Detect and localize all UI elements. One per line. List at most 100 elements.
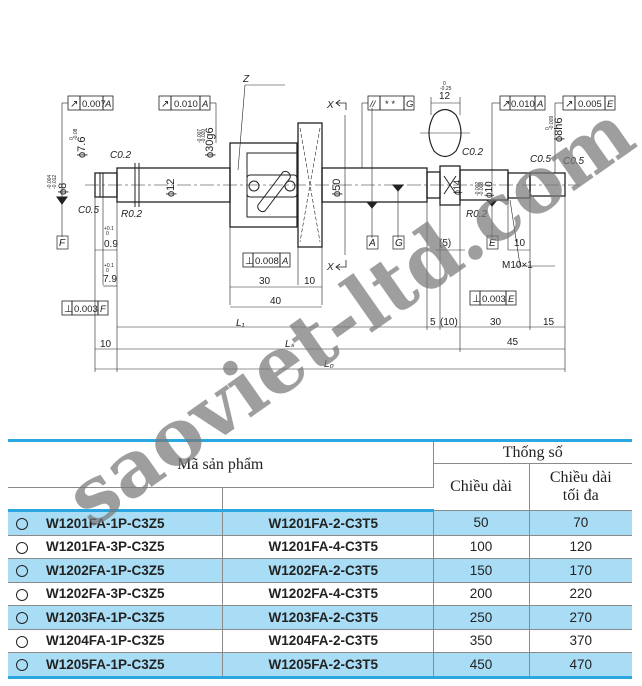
view-mark-z: Z xyxy=(242,74,250,85)
flange-hole xyxy=(299,127,321,243)
flats-cross xyxy=(443,175,457,195)
product-code-1: W1201FA-3P-C3Z5 xyxy=(46,539,165,555)
product-code-2: W1205FA-2-C3T5 xyxy=(221,652,434,678)
chamfer-label: C0.5 xyxy=(563,156,585,167)
dim-7-9: 7.9 xyxy=(103,274,117,285)
datum-f: F xyxy=(59,238,66,249)
product-code-1: W1204FA-1P-C3Z5 xyxy=(46,633,165,649)
length-value: 100 xyxy=(432,534,530,559)
frame-symbol: ⊥ xyxy=(64,304,73,315)
dimension-lines xyxy=(95,102,565,370)
datum-e: E xyxy=(489,238,496,249)
dia-30g6: ϕ30g6 xyxy=(204,127,216,158)
table-row: W1204FA-1P-C3Z5 W1204FA-2-C3T5 350 370 xyxy=(8,628,633,653)
chamfer-label: C0.5 xyxy=(78,205,100,216)
return-slot xyxy=(257,171,291,212)
circle-icon xyxy=(16,565,28,578)
dia-12: ϕ12 xyxy=(165,179,177,197)
leader-lines xyxy=(61,84,566,372)
max-length-value: 370 xyxy=(528,628,633,653)
table-row: W1202FA-1P-C3Z5 W1202FA-2-C3T5 150 170 xyxy=(8,558,633,583)
frame-symbol: ↗ xyxy=(161,99,169,110)
header-length: Chiều dài xyxy=(433,463,530,511)
dia-50: ϕ50 xyxy=(331,179,343,197)
radius-label: R0.2 xyxy=(121,209,143,220)
table-row: W1201FA-3P-C3Z5 W1201FA-4-C3T5 100 120 xyxy=(8,534,633,559)
header-specs: Thống số xyxy=(432,440,633,464)
frame-ref: G xyxy=(406,99,413,110)
product-code-2: W1202FA-2-C3T5 xyxy=(221,558,434,583)
length-value: 200 xyxy=(432,581,530,606)
header-product-code: Mã sản phẩm xyxy=(8,440,434,488)
dim-30-right: 30 xyxy=(490,317,502,328)
gdt-frame-perp-0008: ⊥ 0.008 A xyxy=(242,252,291,268)
gdt-frame-runout-0005: ↗ 0.005 E xyxy=(562,95,616,111)
max-length-value: 470 xyxy=(528,652,633,678)
length-value: 350 xyxy=(432,628,530,653)
chamfer-label: C0.5 xyxy=(530,154,552,165)
datum-a: A xyxy=(368,238,376,249)
code-cell-1: W1202FA-1P-C3Z5 xyxy=(8,558,222,583)
tol: -0.004 xyxy=(47,175,53,189)
tol: -0.25 xyxy=(440,86,452,92)
max-length-value: 220 xyxy=(528,581,633,606)
length-l0: L₀ xyxy=(324,359,334,370)
product-code-2: W1202FA-4-C3T5 xyxy=(221,581,434,606)
frame-ref: A xyxy=(201,99,208,110)
header-empty xyxy=(221,487,434,512)
tol: -0.012 xyxy=(52,175,58,189)
frame-symbol: ↗ xyxy=(70,99,78,110)
length-value: 50 xyxy=(432,510,530,536)
frame-symbol: ⊥ xyxy=(472,294,481,305)
nut-recirc-plate xyxy=(246,174,298,198)
product-code-1: W1203FA-1P-C3Z5 xyxy=(46,609,165,625)
code-cell-1: W1203FA-1P-C3Z5 xyxy=(8,605,222,630)
product-code-2: W1203FA-2-C3T5 xyxy=(221,605,434,630)
section-arrow-icon xyxy=(335,260,347,271)
shaft-end-right xyxy=(529,172,566,197)
dim-15: 15 xyxy=(543,317,555,328)
tol: 0 xyxy=(69,137,75,140)
tol: 0 xyxy=(106,268,109,274)
dim-0-9: 0.9 xyxy=(104,239,118,250)
datum-g: G xyxy=(395,238,403,249)
product-code-1: W1205FA-1P-C3Z5 xyxy=(46,656,165,672)
length-l1: L₁ xyxy=(236,318,245,329)
tol: 0 xyxy=(443,81,446,87)
max-length-value: 120 xyxy=(528,534,633,559)
frame-value: 0.005 xyxy=(578,99,602,110)
frame-ref: E xyxy=(607,99,614,110)
tol: 0 xyxy=(545,127,551,130)
frame-value: 0.008 xyxy=(255,256,279,267)
dim-5-paren: (5) xyxy=(439,238,451,249)
frame-value: 0.003 xyxy=(482,294,506,305)
radius-label: R0.2 xyxy=(466,209,488,220)
dim-10-flange: 10 xyxy=(304,276,316,287)
dia-8h6: ϕ8h6 xyxy=(553,117,565,142)
shaft-thread xyxy=(507,172,531,199)
frame-value: 0.010 xyxy=(511,99,535,110)
header-max-length-line1: Chiều dài xyxy=(549,469,612,486)
circle-icon xyxy=(16,612,28,625)
dia-8: ϕ8 xyxy=(57,183,69,195)
chamfer-label: C0.2 xyxy=(462,147,484,158)
product-code-2: W1201FA-4-C3T5 xyxy=(221,534,434,559)
tol: -0.008 xyxy=(479,182,485,196)
gdt-frame-runout-0010-right: ↗ 0.010 A xyxy=(499,95,546,111)
tol: +0.1 xyxy=(104,263,114,269)
table-row: W1201FA-1P-C3Z5 W1201FA-2-C3T5 50 70 xyxy=(8,510,633,536)
circle-icon xyxy=(16,659,28,672)
frame-value: 0.007 xyxy=(82,99,106,110)
frame-symbol: ↗ xyxy=(502,99,510,110)
tol: 0 xyxy=(106,231,109,237)
dim-40: 40 xyxy=(270,296,282,307)
tol: -0.08 xyxy=(73,128,79,140)
product-code-1: W1202FA-1P-C3Z5 xyxy=(46,562,165,578)
frame-value: 0.003 xyxy=(74,304,98,315)
section-mark-bottom: X xyxy=(326,262,334,273)
table-row: W1205FA-1P-C3Z5 W1205FA-2-C3T5 450 470 xyxy=(8,652,633,678)
table-row: W1203FA-1P-C3Z5 W1203FA-2-C3T5 250 270 xyxy=(8,605,633,630)
dim-12: 12 xyxy=(439,91,451,102)
screw-icon xyxy=(284,180,296,192)
code-cell-1: W1201FA-3P-C3Z5 xyxy=(8,534,222,559)
